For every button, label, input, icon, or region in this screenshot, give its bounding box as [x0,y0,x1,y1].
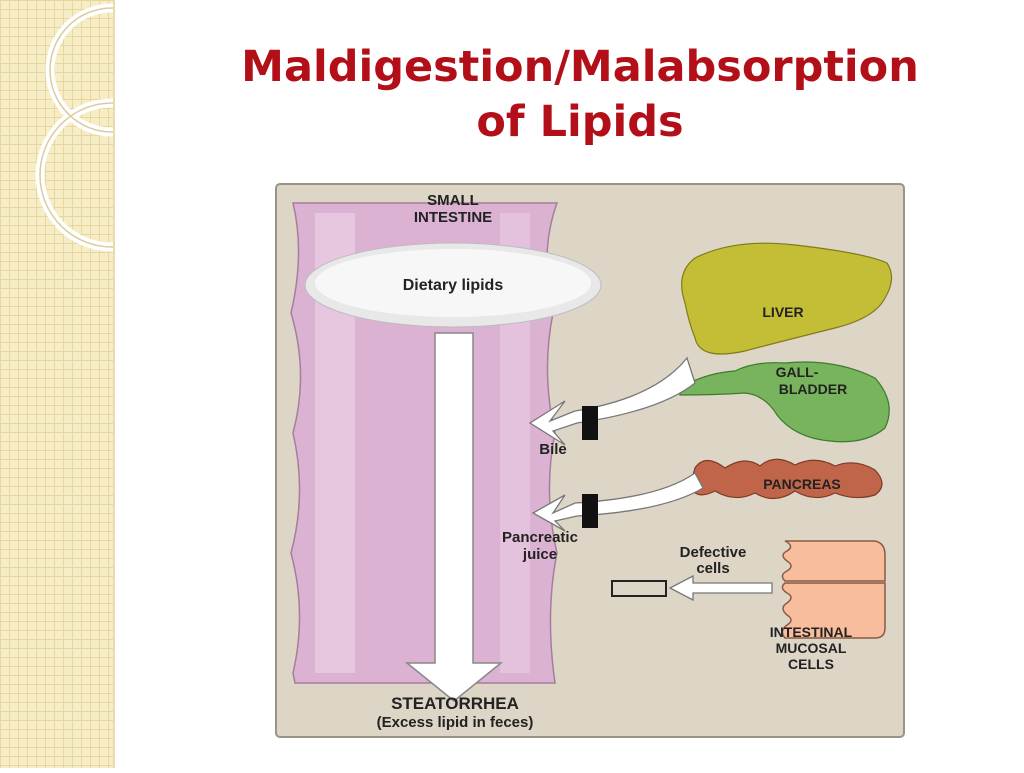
liver-shape [681,242,893,355]
mucosal-label-3: CELLS [788,656,834,672]
pancreatic-juice-label-1: Pancreatic [502,529,578,546]
small-intestine-label-1: SMALL [427,192,479,209]
slide-title: Maldigestion/Malabsorption of Lipids [160,40,1000,150]
gallbladder-label-2: BLADDER [779,381,847,397]
pancreatic-juice-arrow [531,472,704,532]
defective-cells-label-1: Defective [680,544,747,561]
gallbladder-shape [679,361,890,443]
pancreatic-block [582,494,598,528]
side-strip-edge [113,0,115,768]
gallbladder-label-1: GALL- [776,364,819,380]
bile-label: Bile [539,441,567,458]
pancreatic-juice-label-2: juice [522,546,557,563]
slide-title-line1: Maldigestion/Malabsorption [241,42,919,92]
mucosal-label-1: INTESTINAL [770,624,853,640]
decorative-side-strip [0,0,189,768]
defective-cells-label-2: cells [696,560,729,577]
small-intestine-label-2: INTESTINE [414,209,492,226]
decorative-circles [35,3,189,252]
lipid-malabsorption-diagram: SMALL INTESTINE Dietary lipids LIVER GAL… [275,183,905,738]
defect-box [611,580,667,597]
mucosal-label-2: MUCOSAL [776,640,847,656]
steatorrhea-label: STEATORRHEA [391,694,519,713]
bile-arrow [528,356,696,446]
main-down-arrow [404,332,504,702]
bile-block [582,406,598,440]
pancreas-shape [689,458,883,500]
intestinal-mucosal-cells [781,540,886,639]
slide-title-line2: of Lipids [476,97,684,147]
pancreas-label: PANCREAS [763,476,841,492]
dietary-lipids-label: Dietary lipids [403,277,504,294]
liver-label: LIVER [762,304,803,320]
defective-cells-arrow [668,574,773,602]
steatorrhea-sublabel: (Excess lipid in feces) [377,714,534,731]
